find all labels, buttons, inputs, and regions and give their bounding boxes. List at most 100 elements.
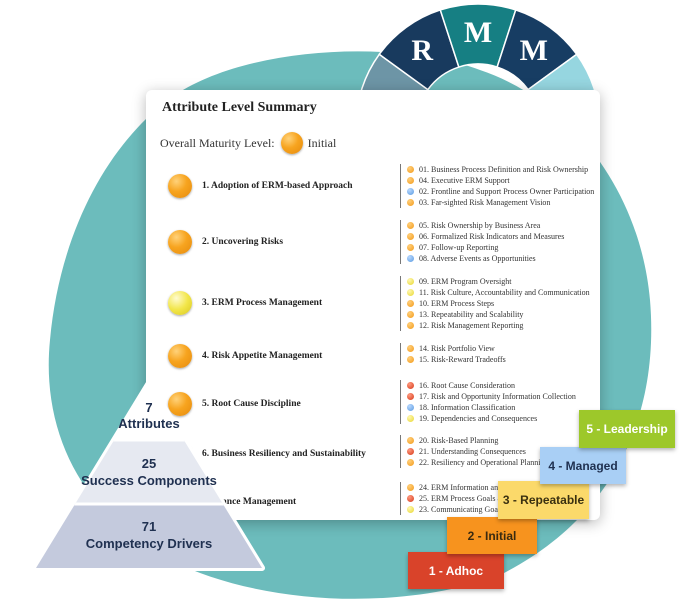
component-item: 25. ERM Process Goals and bbox=[407, 493, 509, 504]
component-label: 04. Executive ERM Support bbox=[419, 176, 510, 185]
component-item: 23. Communicating Goals bbox=[407, 504, 509, 515]
attribute-label: 3. ERM Process Management bbox=[202, 298, 323, 308]
maturity-step: 1 - Adhoc bbox=[408, 552, 504, 589]
component-level-indicator bbox=[407, 300, 414, 307]
component-item: 09. ERM Program Oversight bbox=[407, 276, 590, 287]
component-level-indicator bbox=[407, 233, 414, 240]
component-level-indicator bbox=[407, 404, 414, 411]
attribute-row: 5. Root Cause Discipline bbox=[168, 390, 301, 418]
attribute-row: 1. Adoption of ERM-based Approach bbox=[168, 172, 353, 200]
component-level-indicator bbox=[407, 437, 414, 444]
component-item: 08. Adverse Events as Opportunities bbox=[407, 253, 564, 264]
component-level-indicator bbox=[407, 166, 414, 173]
pyramid-middle-label: Success Components bbox=[81, 473, 217, 488]
component-level-indicator bbox=[407, 311, 414, 318]
attribute-label: 2. Uncovering Risks bbox=[202, 237, 284, 247]
component-label: 18. Information Classification bbox=[419, 403, 516, 412]
component-group: 01. Business Process Definition and Risk… bbox=[400, 164, 594, 208]
component-level-indicator bbox=[407, 459, 414, 466]
attribute-label: 5. Root Cause Discipline bbox=[202, 399, 301, 409]
pyramid-middle-text: 25 Success Components bbox=[59, 455, 239, 489]
component-item: 11. Risk Culture, Accountability and Com… bbox=[407, 287, 590, 298]
component-level-indicator bbox=[407, 495, 414, 502]
component-item: 03. Far-sighted Risk Management Vision bbox=[407, 197, 594, 208]
component-label: 10. ERM Process Steps bbox=[419, 299, 495, 308]
component-level-indicator bbox=[407, 345, 414, 352]
maturity-step: 5 - Leadership bbox=[579, 410, 675, 448]
component-label: 09. ERM Program Oversight bbox=[419, 277, 512, 286]
component-item: 24. ERM Information and bbox=[407, 482, 509, 493]
maturity-step: 2 - Initial bbox=[447, 517, 537, 554]
component-level-indicator bbox=[407, 289, 414, 296]
overall-maturity-value: Initial bbox=[307, 135, 337, 150]
attribute-label: formance Management bbox=[202, 497, 297, 507]
component-item: 10. ERM Process Steps bbox=[407, 298, 590, 309]
gauge-letter: R bbox=[411, 34, 433, 67]
pyramid-bottom-tier bbox=[36, 504, 262, 568]
component-label: 16. Root Cause Consideration bbox=[419, 381, 515, 390]
pyramid-bottom-text: 71 Competency Drivers bbox=[49, 518, 249, 552]
component-item: 17. Risk and Opportunity Information Col… bbox=[407, 391, 576, 402]
component-label: 06. Formalized Risk Indicators and Measu… bbox=[419, 232, 565, 241]
component-item: 20. Risk-Based Planning bbox=[407, 435, 549, 446]
component-level-indicator bbox=[407, 393, 414, 400]
component-level-indicator bbox=[407, 484, 414, 491]
attribute-level-indicator bbox=[168, 174, 192, 198]
component-label: 24. ERM Information and bbox=[419, 483, 503, 492]
attribute-level-indicator bbox=[168, 230, 192, 254]
component-group: 16. Root Cause Consideration 17. Risk and… bbox=[400, 380, 576, 424]
attribute-level-indicator bbox=[168, 291, 192, 315]
component-level-indicator bbox=[407, 382, 414, 389]
component-label: 03. Far-sighted Risk Management Vision bbox=[419, 198, 551, 207]
card-title: Attribute Level Summary bbox=[162, 100, 317, 115]
component-label: 02. Frontline and Support Process Owner … bbox=[419, 187, 595, 196]
component-label: 17. Risk and Opportunity Information Col… bbox=[419, 392, 576, 401]
component-item: 12. Risk Management Reporting bbox=[407, 320, 590, 331]
component-item: 14. Risk Portfolio View bbox=[407, 343, 506, 354]
component-level-indicator bbox=[407, 322, 414, 329]
component-level-indicator bbox=[407, 222, 414, 229]
component-item: 15. Risk-Reward Tradeoffs bbox=[407, 354, 506, 365]
component-item: 01. Business Process Definition and Risk… bbox=[407, 164, 594, 175]
attribute-row: 2. Uncovering Risks bbox=[168, 228, 283, 256]
component-label: 14. Risk Portfolio View bbox=[419, 344, 495, 353]
component-level-indicator bbox=[407, 188, 414, 195]
component-item: 16. Root Cause Consideration bbox=[407, 380, 576, 391]
component-label: 23. Communicating Goals bbox=[419, 505, 504, 514]
component-item: 05. Risk Ownership by Business Area bbox=[407, 220, 564, 231]
pyramid-top-label: Attributes bbox=[118, 416, 180, 431]
component-level-indicator bbox=[407, 177, 414, 184]
component-level-indicator bbox=[407, 278, 414, 285]
component-item: 22. Resiliency and Operational Planning bbox=[407, 457, 549, 468]
component-label: 12. Risk Management Reporting bbox=[419, 321, 524, 330]
pyramid-bottom-number: 71 bbox=[141, 519, 157, 534]
component-label: 19. Dependencies and Consequences bbox=[419, 414, 538, 423]
attribute-row: 3. ERM Process Management bbox=[168, 289, 322, 317]
component-level-indicator bbox=[407, 415, 414, 422]
component-level-indicator bbox=[407, 255, 414, 262]
component-level-indicator bbox=[407, 448, 414, 455]
component-item: 21. Understanding Consequences bbox=[407, 446, 549, 457]
component-group: 05. Risk Ownership by Business Area 06. F… bbox=[400, 220, 564, 264]
gauge-letter: M bbox=[464, 16, 492, 49]
attribute-level-indicator bbox=[168, 392, 192, 416]
gauge-letter: M bbox=[520, 34, 548, 67]
component-label: 05. Risk Ownership by Business Area bbox=[419, 221, 541, 230]
maturity-step: 4 - Managed bbox=[540, 447, 626, 484]
component-item: 13. Repeatability and Scalability bbox=[407, 309, 590, 320]
pyramid-top-text: 7 Attributes bbox=[99, 400, 199, 432]
pyramid-middle-number: 25 bbox=[141, 456, 157, 471]
component-item: 06. Formalized Risk Indicators and Measu… bbox=[407, 231, 564, 242]
component-label: 08. Adverse Events as Opportunities bbox=[419, 254, 536, 263]
attribute-summary-card: Attribute Level Summary Overall Maturity… bbox=[146, 90, 600, 520]
component-item: 18. Information Classification bbox=[407, 402, 576, 413]
attribute-label: 4. Risk Appetite Management bbox=[202, 351, 323, 361]
pyramid-bottom-label: Competency Drivers bbox=[85, 536, 213, 551]
component-label: 21. Understanding Consequences bbox=[419, 447, 526, 456]
component-label: 11. Risk Culture, Accountability and Com… bbox=[419, 288, 590, 297]
component-level-indicator bbox=[407, 244, 414, 251]
